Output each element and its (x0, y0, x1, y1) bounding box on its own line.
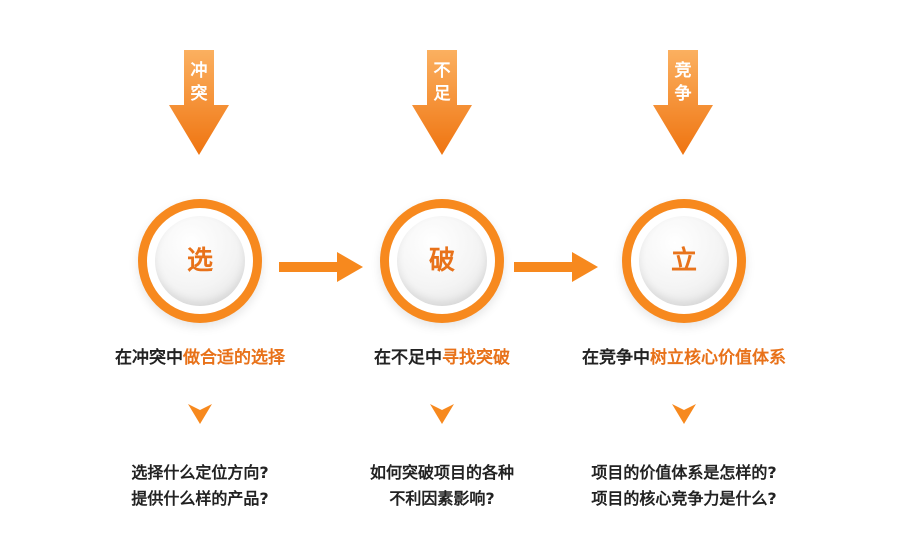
caption-stage-1: 在冲突中做合适的选择 (115, 348, 285, 368)
circle-character: 破 (428, 246, 455, 276)
circle-select: 选 (147, 208, 253, 314)
circle-character: 立 (670, 246, 697, 276)
questions-stage-2: 如何突破项目的各种 不利因素影响? (369, 463, 514, 508)
chevron-down-icon (188, 404, 212, 424)
chevron-down-icon (672, 404, 696, 424)
down-arrow-icon (169, 50, 229, 155)
circle-break: 破 (389, 208, 495, 314)
down-arrow-icon (412, 50, 472, 155)
arrow-label: 冲 突 (190, 61, 208, 104)
down-arrow-shortage: 不 足 (412, 50, 472, 155)
caption-stage-2: 在不足中寻找突破 (374, 348, 510, 368)
caption-stage-3: 在竞争中树立核心价值体系 (582, 348, 786, 368)
down-arrow-conflict: 冲 突 (169, 50, 229, 155)
arrow-label: 不 足 (433, 61, 451, 104)
down-arrow-icon (653, 50, 713, 155)
circle-establish: 立 (631, 208, 737, 314)
questions-stage-3: 项目的价值体系是怎样的? 项目的核心竞争力是什么? (591, 463, 777, 508)
chevron-down-icon (430, 404, 454, 424)
down-arrow-competition: 竞 争 (653, 50, 713, 155)
arrow-label: 竞 争 (674, 61, 692, 104)
right-arrow-icon (279, 252, 363, 282)
questions-stage-1: 选择什么定位方向? 提供什么样的产品? (131, 463, 269, 508)
right-arrow-icon (514, 252, 598, 282)
circle-character: 选 (186, 246, 213, 276)
